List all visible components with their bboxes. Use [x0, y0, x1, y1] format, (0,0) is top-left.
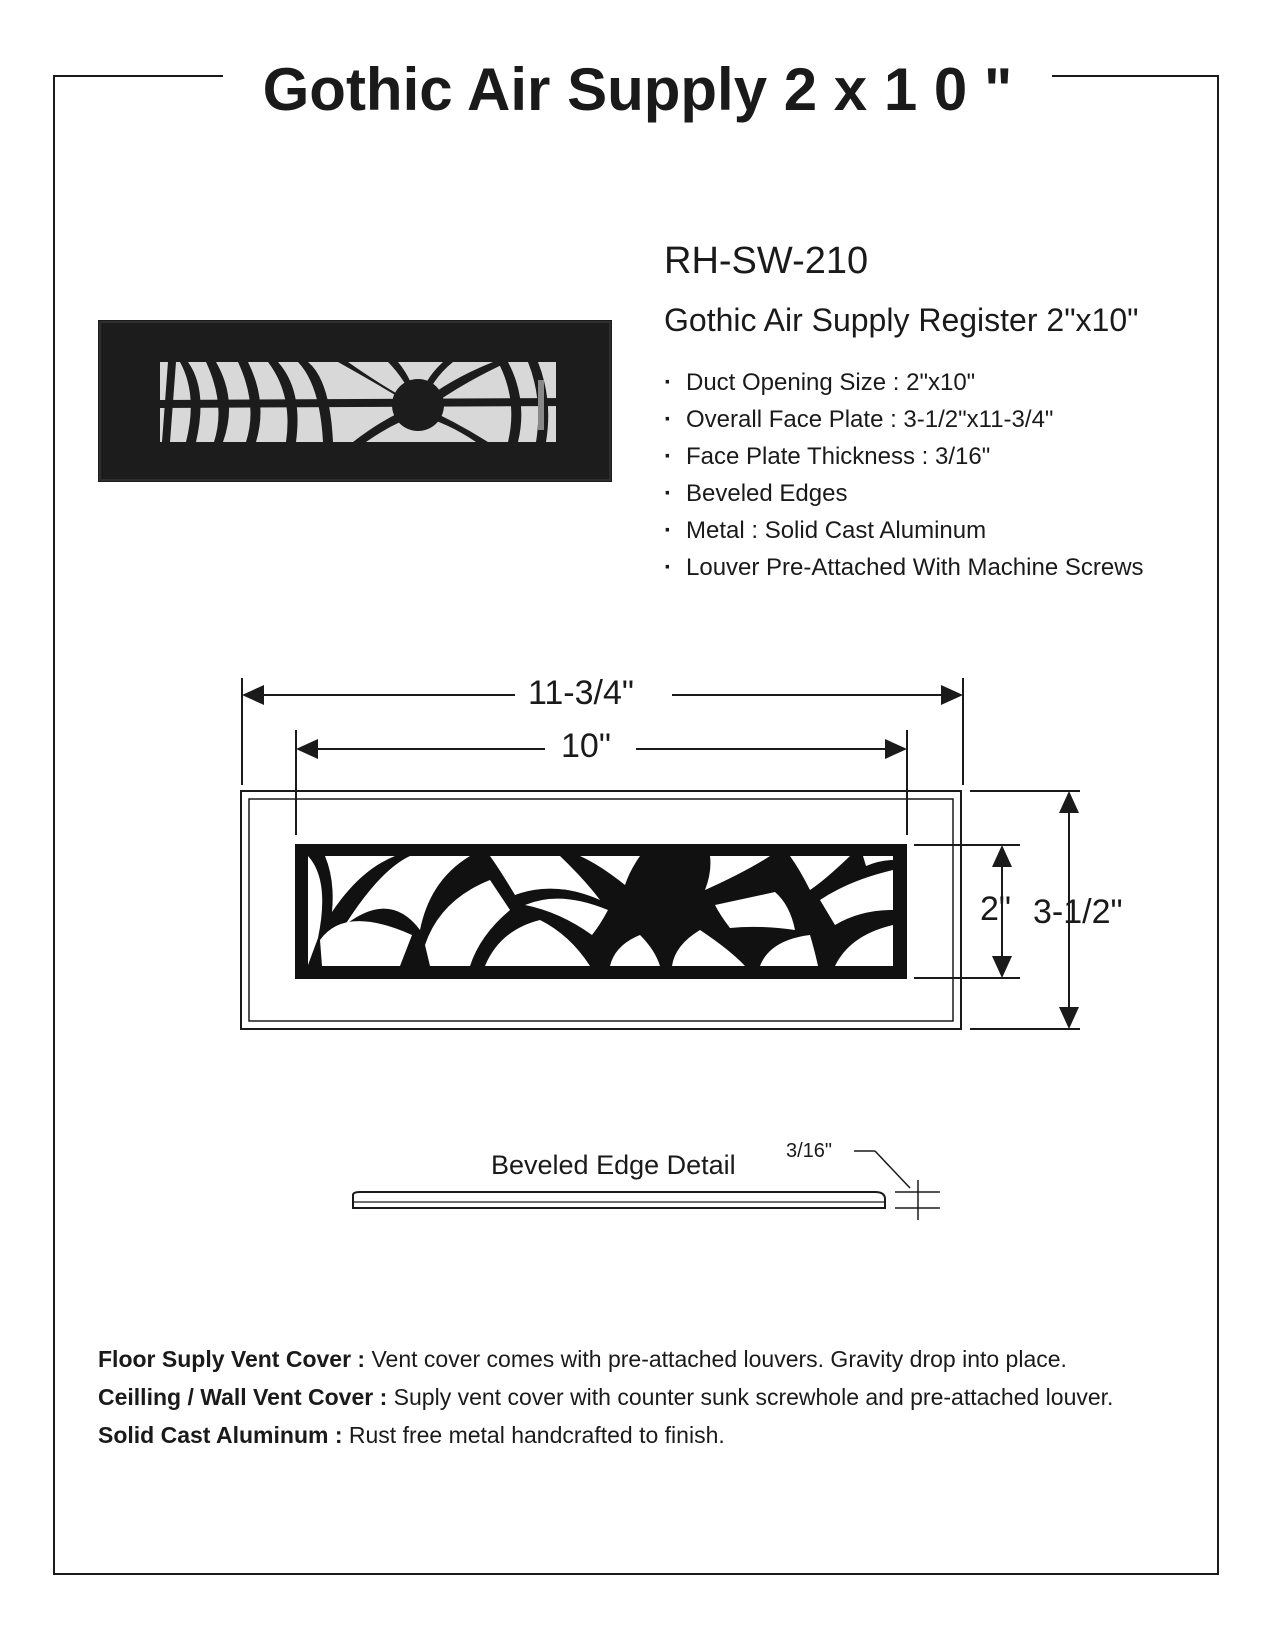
spec-list: Duct Opening Size : 2"x10" Overall Face … [664, 364, 1144, 586]
overall-height-label: 3-1/2" [1033, 893, 1123, 931]
product-model: RH-SW-210 [664, 240, 869, 282]
spec-item: Beveled Edges [664, 475, 1144, 512]
product-name: Gothic Air Supply Register 2"x10" [664, 302, 1139, 338]
note-item: Ceilling / Wall Vent Cover : Suply vent … [98, 1378, 1113, 1416]
spec-item: Overall Face Plate : 3-1/2"x11-3/4" [664, 401, 1144, 438]
note-label: Solid Cast Aluminum : [98, 1422, 349, 1448]
notes: Floor Suply Vent Cover : Vent cover come… [98, 1340, 1113, 1454]
note-label: Floor Suply Vent Cover : [98, 1346, 372, 1372]
spec-item: Face Plate Thickness : 3/16" [664, 438, 1144, 475]
product-photo [98, 320, 612, 482]
note-item: Floor Suply Vent Cover : Vent cover come… [98, 1340, 1113, 1378]
note-text: Rust free metal handcrafted to finish. [348, 1422, 725, 1448]
spec-item: Metal : Solid Cast Aluminum [664, 512, 1144, 549]
opening-height-label: 2" [980, 890, 1011, 928]
thickness-label: 3/16" [786, 1140, 833, 1162]
note-text: Vent cover comes with pre-attached louve… [371, 1346, 1067, 1372]
spec-item: Louver Pre-Attached With Machine Screws [664, 549, 1144, 586]
note-item: Solid Cast Aluminum : Rust free metal ha… [98, 1416, 1113, 1454]
opening-width-label: 10" [561, 727, 611, 765]
note-text: Suply vent cover with counter sunk screw… [393, 1384, 1114, 1410]
note-label: Ceilling / Wall Vent Cover : [98, 1384, 394, 1410]
overall-width-label: 11-3/4" [528, 674, 634, 712]
page-title: Gothic Air Supply 2 x 1 0 " [0, 55, 1275, 124]
edge-detail-title: Beveled Edge Detail [491, 1150, 736, 1180]
spec-item: Duct Opening Size : 2"x10" [664, 364, 1144, 401]
